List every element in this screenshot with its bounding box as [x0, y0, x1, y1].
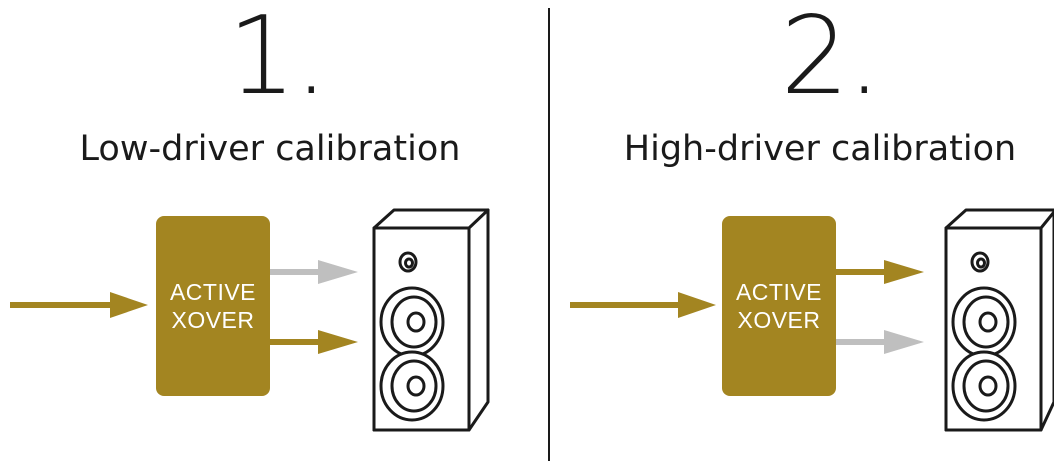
step-title: Low-driver calibration [79, 129, 461, 169]
lower-output-arrow-icon [270, 330, 358, 354]
xover-label-line2: XOVER [171, 307, 255, 333]
xover-label-line2: XOVER [737, 307, 821, 333]
input-arrow-icon [10, 292, 148, 318]
speaker-icon [372, 208, 490, 432]
upper-output-arrow-icon [836, 260, 924, 284]
active-xover-box: ACTIVE XOVER [156, 216, 270, 396]
panel-low-driver: 1. Low-driver calibration ACTIVE XOVER [10, 0, 490, 432]
xover-label-line1: ACTIVE [735, 279, 823, 305]
panel-divider [548, 8, 550, 461]
signal-arrows [570, 260, 924, 354]
step-title: High-driver calibration [623, 129, 1017, 169]
signal-arrows [10, 260, 358, 354]
lower-output-arrow-icon [836, 330, 924, 354]
speaker-icon [944, 208, 1054, 432]
input-arrow-icon [570, 292, 716, 318]
active-xover-box: ACTIVE XOVER [722, 216, 836, 396]
panel-high-driver: 2. High-driver calibration ACTIVE XOVER [550, 0, 1054, 461]
step-number: 2. [780, 0, 881, 119]
upper-output-arrow-icon [270, 260, 358, 284]
xover-label-line1: ACTIVE [169, 279, 257, 305]
step-number: 1. [227, 0, 328, 119]
